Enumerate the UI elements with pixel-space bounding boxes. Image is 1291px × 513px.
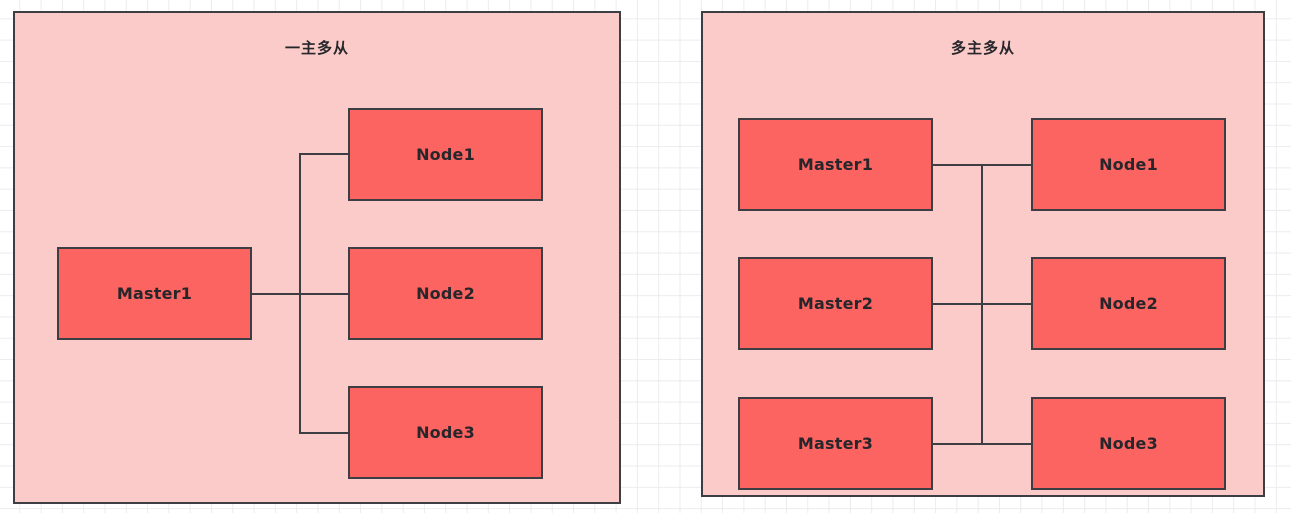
node-node3-right[interactable]: Node3 <box>1031 397 1226 490</box>
edge-master1-to-node2 <box>250 293 352 295</box>
node-master3-right[interactable]: Master3 <box>738 397 933 490</box>
node-node3[interactable]: Node3 <box>348 386 543 479</box>
node-master1-right-label: Master1 <box>797 155 874 174</box>
node-node3-label: Node3 <box>416 423 475 442</box>
edge-master3-to-bus <box>932 443 983 445</box>
node-master1-right[interactable]: Master1 <box>738 118 933 211</box>
node-node1[interactable]: Node1 <box>348 108 543 201</box>
node-node2-label: Node2 <box>416 284 475 303</box>
node-master2-right[interactable]: Master2 <box>738 257 933 350</box>
panel-title-left: 一主多从 <box>284 39 349 57</box>
node-node2-right-label: Node2 <box>1099 294 1158 313</box>
node-master3-right-label: Master3 <box>797 434 874 453</box>
node-master2-right-label: Master2 <box>797 294 874 313</box>
node-node2-right[interactable]: Node2 <box>1031 257 1226 350</box>
node-node3-right-label: Node3 <box>1099 434 1158 453</box>
node-master1-label: Master1 <box>116 284 193 303</box>
edge-master1-to-bus <box>932 164 983 166</box>
edge-master1-to-node3 <box>299 432 352 434</box>
edge-master2-to-bus <box>932 303 983 305</box>
node-master1[interactable]: Master1 <box>57 247 252 340</box>
edge-bus-to-node2 <box>981 303 1032 305</box>
panel-many-masters-many-slaves[interactable]: 多主多从 Master1 Master2 Master3 Node1 Node2 <box>701 11 1265 497</box>
edge-bus-to-node1 <box>981 164 1032 166</box>
edge-bus-to-node3 <box>981 443 1032 445</box>
panel-one-master-many-slaves[interactable]: 一主多从 Master1 Node1 Node2 Node3 <box>13 11 621 504</box>
node-node1-right[interactable]: Node1 <box>1031 118 1226 211</box>
panel-title-right: 多主多从 <box>950 39 1015 57</box>
node-node1-label: Node1 <box>416 145 475 164</box>
edge-master1-to-node1 <box>299 153 352 155</box>
node-node2[interactable]: Node2 <box>348 247 543 340</box>
node-node1-right-label: Node1 <box>1099 155 1158 174</box>
